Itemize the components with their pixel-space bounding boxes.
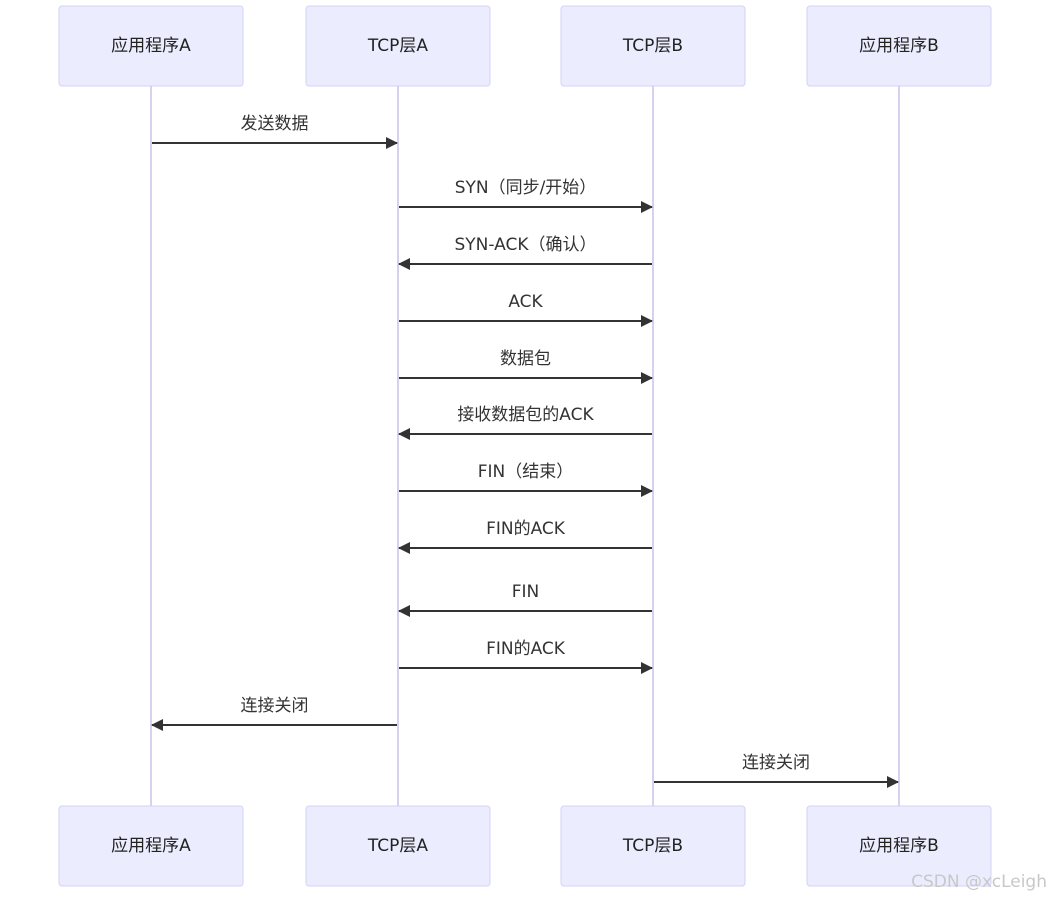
message-10: FIN的ACK (399, 639, 653, 674)
participant-label: TCP层B (622, 836, 683, 856)
message-2: SYN（同步/开始） (399, 178, 653, 213)
message-label: SYN（同步/开始） (455, 178, 597, 198)
participant-appB-bottom: 应用程序B (806, 805, 992, 887)
participant-box (58, 5, 244, 87)
message-label: 连接关闭 (241, 696, 309, 716)
participant-appA-top: 应用程序A (58, 5, 244, 87)
watermark: CSDN @xcLeigh (911, 872, 1047, 892)
participant-appA-bottom: 应用程序A (58, 805, 244, 887)
participants-top: 应用程序A TCP层A TCP层B 应用程序B (58, 5, 992, 87)
message-7: FIN（结束） (399, 462, 653, 497)
participant-label: TCP层B (622, 36, 683, 56)
participant-box (806, 805, 992, 887)
participant-box (58, 805, 244, 887)
message-label: SYN-ACK（确认） (454, 235, 596, 255)
participant-box (560, 805, 746, 887)
participant-tcpB-top: TCP层B (560, 5, 746, 87)
message-11: 连接关闭 (151, 696, 397, 731)
message-5: 数据包 (399, 349, 653, 384)
message-8: FIN的ACK (398, 519, 652, 554)
message-9: FIN (398, 582, 652, 617)
participant-box (305, 805, 491, 887)
participant-box (305, 5, 491, 87)
participant-box (806, 5, 992, 87)
messages: 发送数据 SYN（同步/开始） SYN-ACK（确认） ACK 数据包接收数据包的ACK… (151, 114, 899, 788)
participant-appB-top: 应用程序B (806, 5, 992, 87)
lifelines (150, 86, 900, 806)
message-label: FIN (512, 582, 540, 602)
message-label: 接收数据包的ACK (457, 405, 594, 425)
participant-tcpA-bottom: TCP层A (305, 805, 491, 887)
participant-label: 应用程序A (111, 836, 191, 856)
message-1: 发送数据 (152, 114, 398, 149)
participant-tcpA-top: TCP层A (305, 5, 491, 87)
message-label: FIN的ACK (486, 519, 566, 539)
participant-box (560, 5, 746, 87)
participant-label: 应用程序B (859, 36, 939, 56)
message-12: 连接关闭 (654, 753, 899, 788)
participant-tcpB-bottom: TCP层B (560, 805, 746, 887)
message-4: ACK (399, 292, 653, 327)
participant-label: 应用程序A (111, 36, 191, 56)
participants-bottom: 应用程序A TCP层A TCP层B 应用程序B (58, 805, 992, 887)
participant-label: 应用程序B (859, 836, 939, 856)
message-label: 连接关闭 (742, 753, 810, 773)
message-label: FIN（结束） (478, 462, 574, 482)
message-6: 接收数据包的ACK (398, 405, 652, 440)
message-label: 数据包 (500, 349, 551, 369)
message-3: SYN-ACK（确认） (398, 235, 652, 270)
message-label: ACK (508, 292, 543, 312)
message-label: 发送数据 (241, 114, 309, 134)
participant-label: TCP层A (367, 836, 429, 856)
message-label: FIN的ACK (486, 639, 566, 659)
participant-label: TCP层A (367, 36, 429, 56)
